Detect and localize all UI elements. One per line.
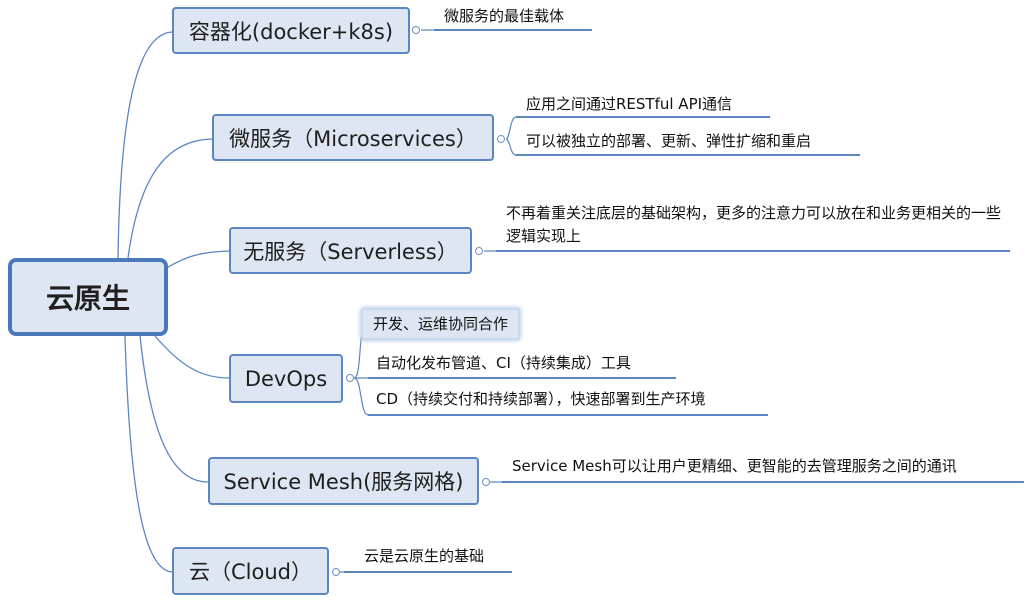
link-root-servicemesh [139,335,209,483]
leaf-container-1[interactable]: 微服务的最佳载体 [444,7,565,25]
root-label: 云原生 [45,282,130,315]
leaf-devops-2[interactable]: 自动化发布管道、CI（持续集成）工具 [376,354,631,372]
link-ms-leaf1 [505,116,517,140]
leaf-service-mesh-1[interactable]: Service Mesh可以让用户更精细、更智能的去管理服务之间的通讯 [512,457,957,475]
link-root-serverless [159,250,230,273]
leaf-devops-1[interactable]: 开发、运维协同合作 [361,308,521,340]
link-root-devops [154,335,230,379]
link-ms-leaf2 [505,138,517,156]
branch-label: 微服务（Microservices） [229,126,477,151]
branch-serverless[interactable]: 无服务（Serverless） [229,227,472,274]
leaf-devops-3[interactable]: CD（持续交付和持续部署），快速部署到生产环境 [376,390,706,408]
branch-microservices[interactable]: 微服务（Microservices） [212,114,494,161]
root-node[interactable]: 云原生 [8,258,168,336]
branch-devops[interactable]: DevOps [229,354,343,403]
collapse-toggle-devops[interactable] [346,374,354,382]
collapse-toggle-service-mesh[interactable] [482,478,490,486]
link-root-container [117,31,173,259]
branch-label: 容器化(docker+k8s) [188,19,394,44]
branch-cloud[interactable]: 云（Cloud） [172,547,329,595]
branch-label: DevOps [244,366,328,391]
collapse-toggle-cloud[interactable] [332,568,340,576]
collapse-toggle-serverless[interactable] [475,247,483,255]
branch-label: 云（Cloud） [189,560,312,584]
branch-containerization[interactable]: 容器化(docker+k8s) [172,7,410,54]
link-root-cloud [124,335,173,573]
branch-label: Service Mesh(服务网格) [223,470,464,494]
leaf-microservices-2[interactable]: 可以被独立的部署、更新、弹性扩缩和重启 [526,132,812,150]
link-devops-leaf3 [353,377,369,416]
collapse-toggle-container[interactable] [412,26,420,34]
leaf-serverless-1[interactable]: 不再着重关注底层的基础架构，更多的注意力可以放在和业务更相关的一些逻辑实现上 [506,204,1002,245]
link-root-microservices [127,138,213,259]
branch-service-mesh[interactable]: Service Mesh(服务网格) [208,457,479,505]
collapse-toggle-microservices[interactable] [497,135,505,143]
branch-label: 无服务（Serverless） [243,239,458,264]
leaf-cloud-1[interactable]: 云是云原生的基础 [364,547,485,565]
leaf-microservices-1[interactable]: 应用之间通过RESTful API通信 [526,95,733,113]
